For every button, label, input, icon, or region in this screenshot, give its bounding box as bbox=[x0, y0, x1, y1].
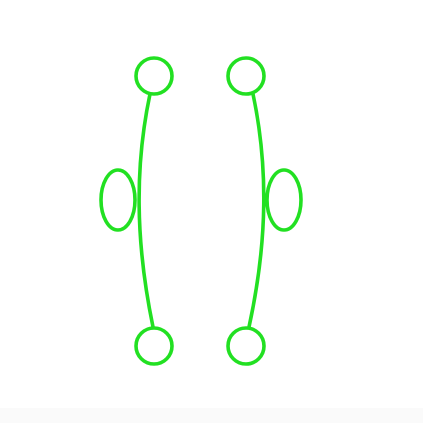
left-bottom-handle[interactable] bbox=[134, 326, 174, 366]
left-arc-path[interactable] bbox=[137, 92, 155, 329]
right-arc-path[interactable] bbox=[247, 92, 266, 329]
right-bottom-handle[interactable] bbox=[226, 326, 266, 366]
footer-band bbox=[0, 408, 423, 423]
right-middle-handle[interactable] bbox=[265, 168, 303, 232]
left-top-handle[interactable] bbox=[134, 56, 174, 96]
left-middle-handle[interactable] bbox=[99, 168, 137, 232]
right-top-handle[interactable] bbox=[226, 56, 266, 96]
